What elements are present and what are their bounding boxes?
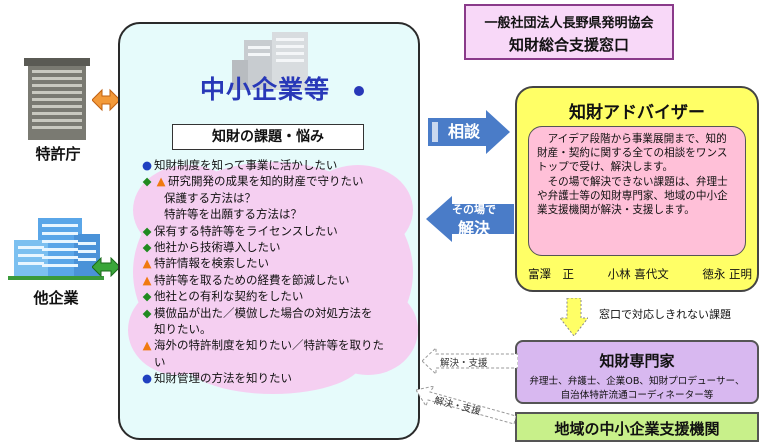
diamond-bullet-icon: ◆ <box>142 289 152 304</box>
concern-item-text: 他社との有利な契約をしたい <box>154 289 304 304</box>
advisor-para-2: その場で解決できない課題は、弁理士や弁護士等の知財専門家、地域の中小企業支援機関… <box>537 175 728 217</box>
concern-item-text: 特許等を出願する方法は？ <box>164 207 302 222</box>
expert-desc-1: 弁理士、弁護士、企業OB、知財プロデューサー、 <box>529 376 745 387</box>
concern-item-text: 保護する方法は？ <box>164 190 256 205</box>
advisor-name: 富澤 正 <box>528 267 574 281</box>
concern-item-text: 特許等を取るための経費を節減したい <box>154 272 350 287</box>
other-company-building-icon <box>8 218 104 280</box>
concern-item-text: 他社から技術導入したい <box>154 240 281 254</box>
concern-item-text: 海外の特許制度を知りたい／特許等を取りた <box>154 338 384 353</box>
regional-panel: 地域の中小企業支援機関 <box>515 412 759 442</box>
concern-item: ◆ ▲研究開発の成果を知的財産で守りたい <box>140 174 364 188</box>
expert-desc-2: 自治体特許流通コーディネーター等 <box>560 390 714 401</box>
concern-item-text: 研究開発の成果を知的財産で守りたい <box>168 174 364 189</box>
org-name: 一般社団法人長野県発明協会 <box>484 16 654 31</box>
concern-item-text: 保有する特許等をライセンスしたい <box>154 223 338 238</box>
triangle-bullet-icon: ▲ <box>142 272 152 287</box>
resolve-label-1: その場で <box>452 203 496 216</box>
diamond-bullet-icon: ◆ <box>142 305 152 320</box>
concern-item: 保護する方法は？ <box>164 191 256 205</box>
resolve-arrow <box>426 196 514 242</box>
other-company-label: 他企業 <box>33 289 79 307</box>
other-company-link-arrow-icon <box>92 257 120 277</box>
concern-item-text: 特許情報を検索したい <box>154 256 269 271</box>
patent-office-link-arrow-icon <box>92 88 120 112</box>
cannot-handle-label: 窓口で対応しきれない課題 <box>599 308 731 321</box>
concern-item: ▲特許情報を検索したい <box>140 256 269 270</box>
expert-title: 知財専門家 <box>599 352 675 370</box>
concern-item: ▲特許等を取るための経費を節減したい <box>140 273 350 287</box>
consult-arrow <box>428 110 510 154</box>
concern-item: 特許等を出願する方法は？ <box>164 207 302 221</box>
resolve-label-2: 解決 <box>457 219 490 238</box>
concern-item-text: 知財管理の方法を知りたい <box>154 371 292 386</box>
concern-item: 知りたい。 <box>154 322 212 336</box>
advisor-description-box: アイデア段階から事業展開まで、知的財産・契約に関する全ての相談をワンストップで受… <box>528 126 746 256</box>
diamond-bullet-icon: ◆ <box>142 240 152 254</box>
concerns-cloud-shape <box>128 162 418 394</box>
concern-item-text: 模倣品が出た／模倣した場合の対処方法を <box>154 305 373 320</box>
concern-item: ▲海外の特許制度を知りたい／特許等を取りた <box>140 338 384 352</box>
concern-item: ◆他社との有利な契約をしたい <box>140 289 304 304</box>
concern-item-text: 知財制度を知って事業に活かしたい <box>154 158 338 172</box>
concern-item: ●知財管理の方法を知りたい <box>140 371 292 385</box>
circle-bullet-icon: ● <box>141 371 153 386</box>
diamond-bullet-icon: ◆ <box>142 174 152 189</box>
sme-title: 中小企業等 <box>200 75 331 104</box>
advisor-title: 知財アドバイザー <box>569 103 705 123</box>
triangle-bullet-icon: ▲ <box>156 174 166 189</box>
regional-support-arrow <box>416 386 516 425</box>
advisor-name: 徳永 正明 <box>702 267 752 281</box>
concern-item: ●知財制度を知って事業に活かしたい <box>140 158 337 172</box>
concern-item: い <box>154 355 166 369</box>
advisor-name: 小林 喜代文 <box>607 267 669 281</box>
concern-item-text: い <box>154 354 166 369</box>
org-desk-name: 知財総合支援窓口 <box>508 36 629 54</box>
sme-title-dot-icon <box>354 86 364 96</box>
concern-item: ◆他社から技術導入したい <box>140 240 281 254</box>
concern-item: ◆保有する特許等をライセンスしたい <box>140 224 338 238</box>
advisor-names: 富澤 正 小林 喜代文 徳永 正明 <box>528 266 752 282</box>
expert-support-arrow <box>422 348 518 374</box>
diamond-bullet-icon: ◆ <box>142 223 152 238</box>
escalate-arrow-icon <box>560 298 588 336</box>
concern-item-text: 知りたい。 <box>154 322 212 336</box>
triangle-bullet-icon: ▲ <box>142 338 152 353</box>
patent-office-label: 特許庁 <box>35 145 81 163</box>
advisor-para-1: アイデア段階から事業展開まで、知的財産・契約に関する全ての相談をワンストップで受… <box>537 133 728 174</box>
expert-support-label: 解決・支援 <box>440 358 488 369</box>
consult-label: 相談 <box>448 122 481 141</box>
expert-panel <box>515 340 759 404</box>
concerns-subtitle: 知財の課題・悩み <box>172 124 364 150</box>
concern-item: ◆模倣品が出た／模倣した場合の対処方法を <box>140 306 373 320</box>
patent-office-building-icon <box>24 58 90 140</box>
triangle-bullet-icon: ▲ <box>142 256 152 271</box>
sme-building-icon <box>232 32 308 90</box>
circle-bullet-icon: ● <box>141 158 153 172</box>
org-box: 一般社団法人長野県発明協会 知財総合支援窓口 <box>464 4 674 60</box>
